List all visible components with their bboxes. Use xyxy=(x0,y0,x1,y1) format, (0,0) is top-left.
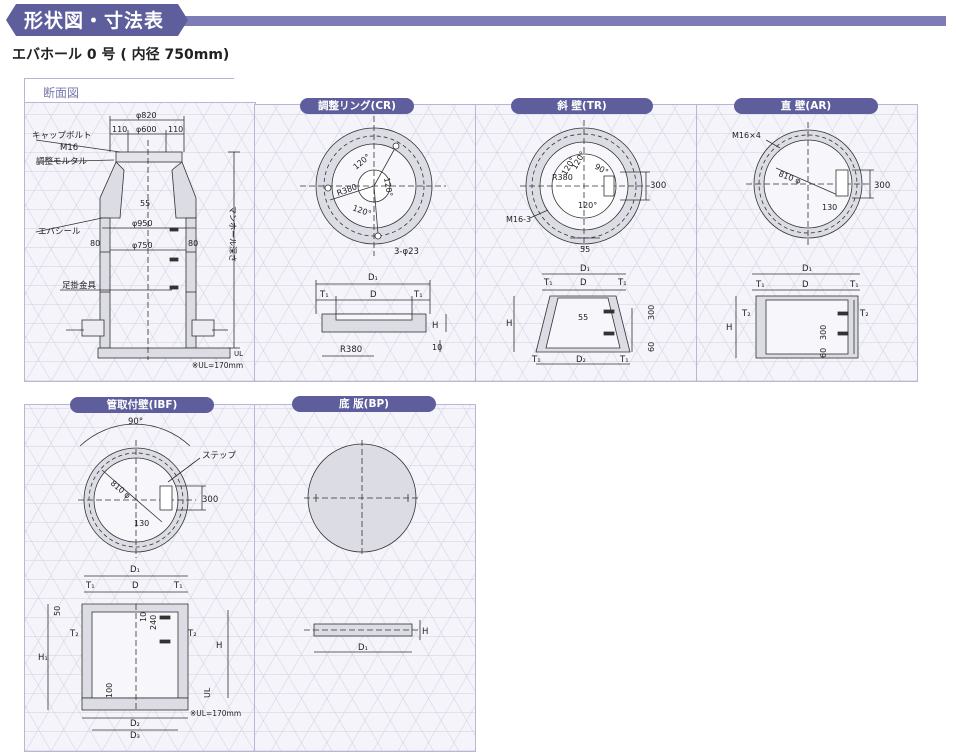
dim-55: 55 xyxy=(140,199,150,208)
header-rule xyxy=(176,16,946,26)
tr-T1-bottom-right: T₁ xyxy=(619,355,629,365)
tr-T1-top-right: T₁ xyxy=(617,278,627,288)
eva-seal-label: エバシール xyxy=(38,227,81,237)
ar-T1-right: T₁ xyxy=(849,280,859,290)
ar-300: 300 xyxy=(874,181,890,191)
tr-D: D xyxy=(580,278,587,288)
cap-bolt-label: キャップボルト xyxy=(32,131,92,141)
tr-60: 60 xyxy=(647,342,656,352)
tr-m16-3: M16-3 xyxy=(506,215,531,224)
tr-T1-top-left: T₁ xyxy=(543,278,553,288)
tr-angle-3: 120° xyxy=(578,201,597,210)
section-tab-label: 断面図 xyxy=(43,86,80,100)
ibf-T1-right: T₁ xyxy=(173,581,183,591)
ibf-300: 300 xyxy=(202,495,218,505)
panel-bp xyxy=(254,404,476,752)
cr-T1-right: T₁ xyxy=(413,290,423,300)
tr-300-side: 300 xyxy=(647,305,656,320)
ibf-step: ステップ xyxy=(202,451,237,461)
dim-600: φ600 xyxy=(136,125,157,134)
ibf-100: 100 xyxy=(105,683,114,698)
ibf-H1: H₁ xyxy=(38,653,48,663)
ar-T2-left: T₂ xyxy=(741,309,751,319)
ibf-UL: UL xyxy=(203,687,212,698)
ibf-ul-note: ※UL=170mm xyxy=(190,709,241,718)
dim-950: φ950 xyxy=(132,219,153,228)
tr-300: 300 xyxy=(650,181,666,191)
cr-angle-2: 120° xyxy=(382,177,394,198)
dim-750: φ750 xyxy=(132,241,153,250)
panel-section xyxy=(24,102,256,382)
ar-D1: D₁ xyxy=(802,264,812,274)
tr-r380: R380 xyxy=(552,173,573,182)
ar-T1-left: T₁ xyxy=(755,280,765,290)
ibf-240: 240 xyxy=(149,615,158,630)
page-title: 形状図・寸法表 xyxy=(24,10,165,32)
ibf-D2: D₂ xyxy=(130,719,140,729)
ar-H: H xyxy=(726,323,732,333)
mortar-label: 調整モルタル xyxy=(36,156,88,167)
ibf-T1-left: T₁ xyxy=(85,581,95,591)
ibf-D3: D₃ xyxy=(130,731,140,741)
tr-title-badge: 斜 壁(TR) xyxy=(511,98,653,114)
product-subtitle: エバホール 0 号 ( 内径 750mm) xyxy=(12,47,230,63)
ibf-D: D xyxy=(132,581,139,591)
bp-H: H xyxy=(422,627,428,637)
panel-cr xyxy=(254,104,476,382)
cr-10: 10 xyxy=(432,343,442,352)
ar-m16x4: M16×4 xyxy=(732,131,761,140)
ibf-T2-left: T₂ xyxy=(69,629,79,639)
dim-80-left: 80 xyxy=(90,239,100,248)
ibf-D1: D₁ xyxy=(130,565,140,575)
tr-T1-bottom-left: T₁ xyxy=(531,355,541,365)
dim-820: φ820 xyxy=(136,111,157,120)
ibf-130: 130 xyxy=(134,519,149,528)
ar-D: D xyxy=(802,280,809,290)
cr-r380-side: R380 xyxy=(340,345,362,355)
m16-label: M16 xyxy=(60,143,78,153)
ibf-title-badge: 管取付壁(IBF) xyxy=(70,397,214,413)
ibf-50: 50 xyxy=(53,606,62,616)
dim-110-left: 110 xyxy=(112,125,127,134)
bp-title-badge: 底 版(BP) xyxy=(292,396,436,412)
ar-T2-right: T₂ xyxy=(859,309,869,319)
step-label: 足掛金具 xyxy=(62,280,97,291)
ibf-T2-right: T₂ xyxy=(187,629,197,639)
header-tab xyxy=(6,4,188,36)
ibf-10: 10 xyxy=(139,612,148,622)
cr-T1-left: T₁ xyxy=(319,290,329,300)
cr-H: H xyxy=(432,321,438,331)
tr-D2: D₂ xyxy=(576,355,586,365)
cr-D: D xyxy=(370,290,377,300)
tr-D1: D₁ xyxy=(580,264,590,274)
dim-110-right: 110 xyxy=(168,125,183,134)
ar-300-side: 300 xyxy=(819,325,828,340)
ar-title-badge: 直 壁(AR) xyxy=(734,98,878,114)
cr-D1: D₁ xyxy=(368,273,378,283)
bp-D1: D₁ xyxy=(358,643,368,653)
section-header: 形状図・寸法表 xyxy=(0,4,956,36)
cr-title-badge: 調整リング(CR) xyxy=(300,98,414,114)
ar-60: 60 xyxy=(819,348,828,358)
dim-80-right: 80 xyxy=(188,239,198,248)
ul-label: UL xyxy=(234,350,243,358)
ibf-H: H xyxy=(216,641,222,651)
ul-note: ※UL=170mm xyxy=(192,361,243,370)
section-tab: 断面図 xyxy=(24,78,250,102)
ar-130: 130 xyxy=(822,203,837,212)
tr-55-side: 55 xyxy=(578,313,588,322)
cr-holes: 3-φ23 xyxy=(394,247,419,257)
ibf-90: 90° xyxy=(128,417,143,427)
tr-55: 55 xyxy=(580,245,590,254)
tr-H: H xyxy=(506,319,512,329)
depth-label: マンホール深さ xyxy=(228,206,237,262)
